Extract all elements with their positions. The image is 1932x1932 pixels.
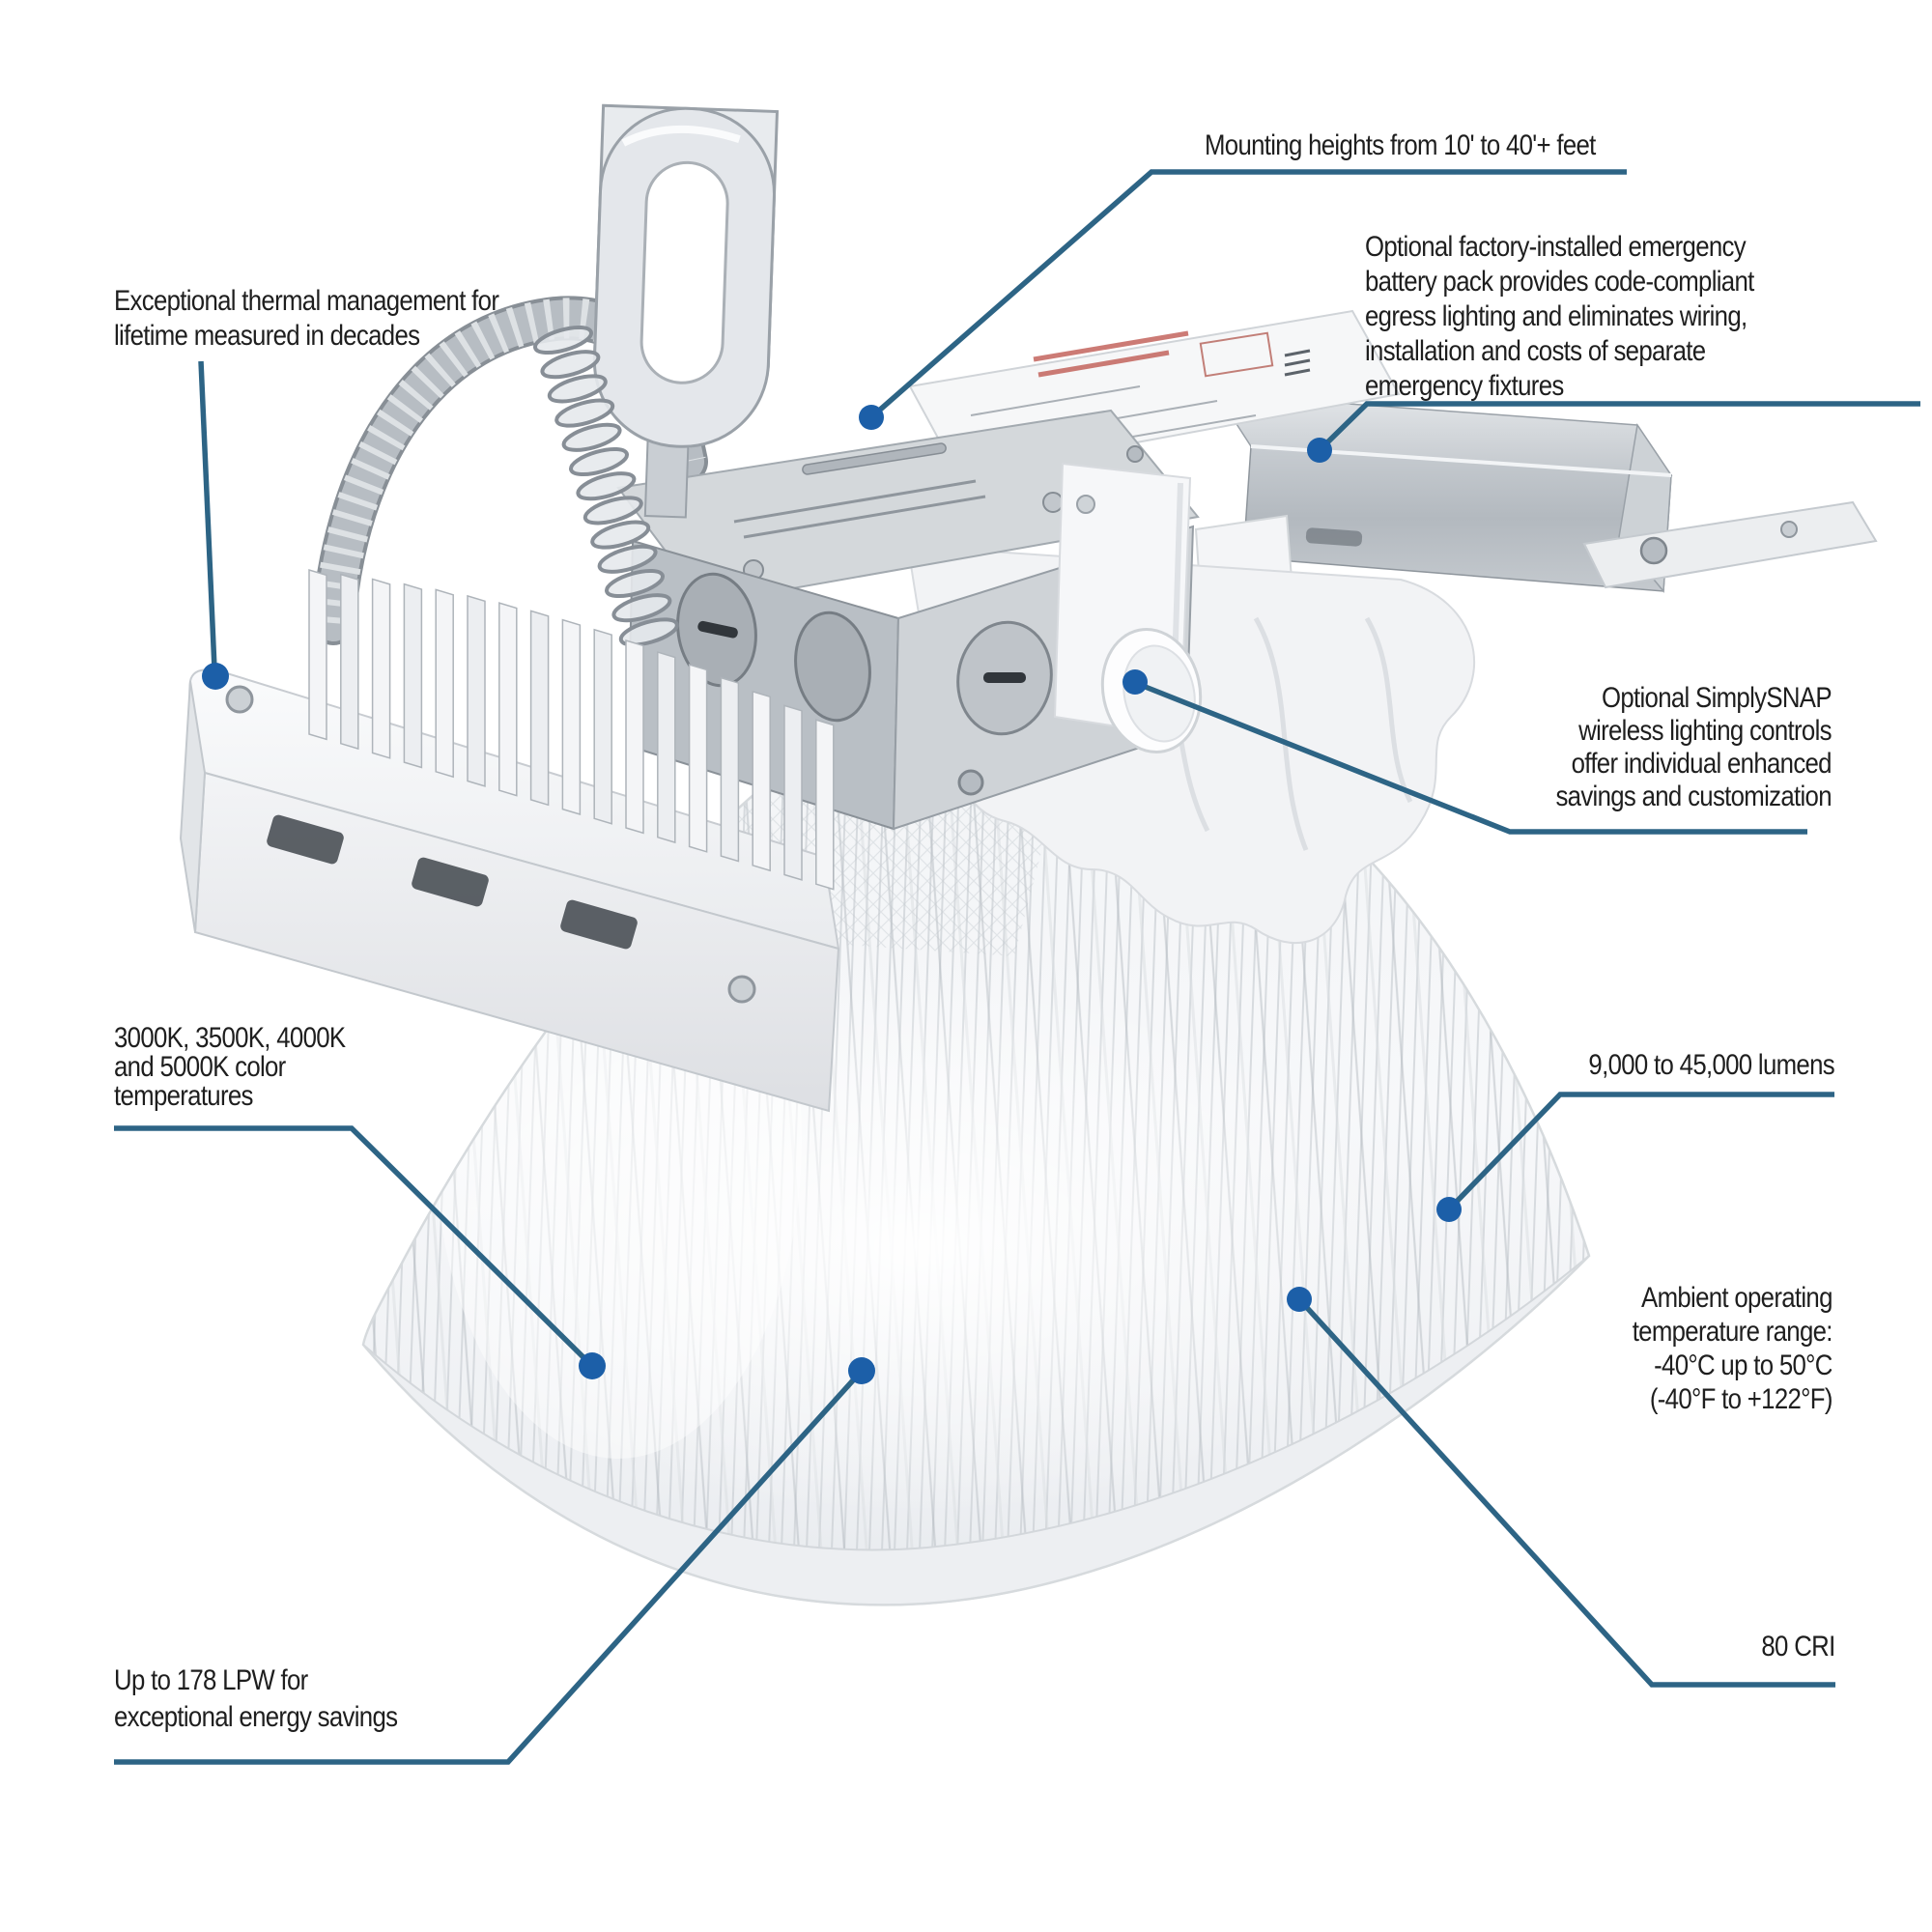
safety-spring-coil — [533, 325, 679, 647]
callout-text-line: offer individual enhanced — [1571, 748, 1833, 780]
callout-text-line: savings and customization — [1555, 781, 1833, 812]
callout-text-line: Mounting heights from 10' to 40'+ feet — [1205, 129, 1596, 161]
leader-efficacy — [114, 1357, 875, 1765]
callout-text-line: emergency fixtures — [1365, 370, 1564, 402]
callout-efficacy: Up to 178 LPW for exceptional energy sav… — [114, 1662, 398, 1736]
callout-text-line: Optional factory-installed emergency — [1365, 231, 1747, 263]
callout-text-line: egress lighting and eliminates wiring, — [1365, 300, 1747, 332]
callout-text-line: 80 CRI — [1761, 1631, 1836, 1662]
callout-text-line: -40°C up to 50°C — [1654, 1350, 1833, 1381]
callout-text-line: Optional SimplySNAP — [1602, 682, 1833, 714]
driver-heat-sink — [179, 568, 840, 1113]
leader-cri — [1287, 1287, 1835, 1688]
callout-ambient-temperature: Ambient operating temperature range: -40… — [1633, 1281, 1833, 1416]
callout-mounting-heights: Mounting heights from 10' to 40'+ feet — [1205, 128, 1596, 163]
callout-text-line: Up to 178 LPW for — [114, 1664, 308, 1696]
callout-color-temperatures: 3000K, 3500K, 4000K and 5000K color temp… — [114, 1022, 346, 1112]
callout-text-line: temperature range: — [1632, 1316, 1833, 1348]
callout-lumen-range: 9,000 to 45,000 lumens — [1588, 1048, 1834, 1083]
callout-emergency-battery: Optional factory-installed emergency bat… — [1365, 230, 1754, 404]
callout-text-line: battery pack provides code-compliant — [1365, 266, 1754, 298]
callout-text-line: temperatures — [114, 1080, 253, 1112]
leader-controls — [1122, 669, 1807, 835]
callout-text-line: installation and costs of separate — [1365, 335, 1706, 367]
callout-text-line: wireless lighting controls — [1578, 715, 1832, 747]
callout-text-line: 9,000 to 45,000 lumens — [1588, 1049, 1834, 1081]
callout-wireless-controls: Optional SimplySNAP wireless lighting co… — [1555, 682, 1833, 813]
callout-cri: 80 CRI — [1761, 1630, 1836, 1664]
leader-color-temps — [114, 1125, 606, 1379]
callout-text-line: exceptional energy savings — [114, 1701, 398, 1733]
callout-thermal-management: Exceptional thermal management for lifet… — [114, 284, 499, 354]
callout-text-line: Ambient operating — [1641, 1282, 1833, 1314]
callout-text-line: Exceptional thermal management for — [114, 285, 499, 317]
callout-text-line: and 5000K color — [114, 1051, 286, 1083]
leader-battery — [1307, 401, 1920, 463]
callout-text-line: (-40°F to +122°F) — [1650, 1383, 1833, 1415]
leader-thermal — [198, 360, 229, 690]
leader-lines — [114, 169, 1920, 1765]
callout-text-line: 3000K, 3500K, 4000K — [114, 1022, 346, 1054]
leader-mounting — [859, 169, 1627, 430]
mounting-hook — [592, 103, 780, 519]
leader-lumens — [1436, 1092, 1834, 1222]
callout-text-line: lifetime measured in decades — [114, 320, 420, 352]
